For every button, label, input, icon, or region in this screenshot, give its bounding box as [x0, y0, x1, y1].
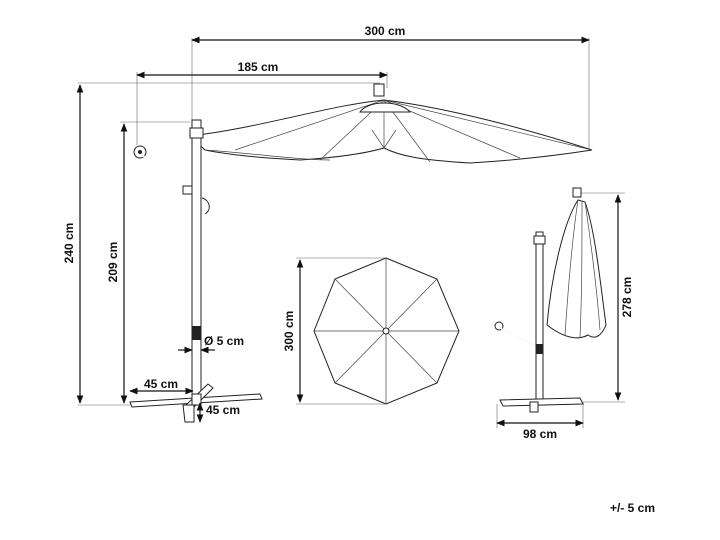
- label-clearance-height: 209 cm: [106, 242, 120, 283]
- folded-canopy: [546, 199, 607, 339]
- pole-hook: [201, 197, 210, 215]
- label-canopy-width: 300 cm: [365, 24, 406, 38]
- canopy-ribs-top: [314, 258, 459, 404]
- folded-base-foot: [529, 401, 539, 413]
- label-folded-base-width: 98 cm: [523, 427, 557, 441]
- pole-top-joint: [189, 127, 204, 139]
- canopy-hub-struts: [371, 129, 397, 149]
- folded-canopy-folds: [564, 199, 601, 339]
- label-base-width: 45 cm: [144, 377, 178, 391]
- base-leg-front: [182, 404, 195, 423]
- folded-arm-cap: [572, 187, 582, 198]
- label-total-height: 240 cm: [62, 223, 76, 264]
- label-folded-height: 278 cm: [620, 277, 634, 318]
- side-view-open: 300 cm 185 cm 240 cm 209 cm Ø 5 cm 45 cm…: [62, 24, 593, 423]
- canopy-center: [382, 327, 390, 335]
- canopy-top-vent: [359, 102, 412, 113]
- folded-pole-joint: [533, 235, 546, 245]
- label-top-diameter: 300 cm: [282, 311, 296, 352]
- folded-base: [499, 397, 584, 407]
- canopy-ribs: [234, 99, 593, 163]
- label-arm-reach: 185 cm: [238, 60, 279, 74]
- main-pole: [191, 119, 202, 403]
- pole-ring: [192, 326, 201, 340]
- support-clamp: [182, 185, 193, 195]
- top-view: 300 cm: [282, 257, 460, 405]
- label-base-depth: 45 cm: [206, 403, 240, 417]
- folded-pole-ring: [536, 344, 543, 354]
- canopy-edge: [204, 149, 331, 161]
- tolerance-note: +/- 5 cm: [610, 501, 655, 515]
- label-pole-diameter: Ø 5 cm: [204, 334, 244, 348]
- canopy-shape: [188, 99, 593, 164]
- folded-pole: [535, 231, 544, 401]
- folded-view: 278 cm 98 cm: [494, 187, 634, 441]
- arm-end-cap: [373, 83, 385, 97]
